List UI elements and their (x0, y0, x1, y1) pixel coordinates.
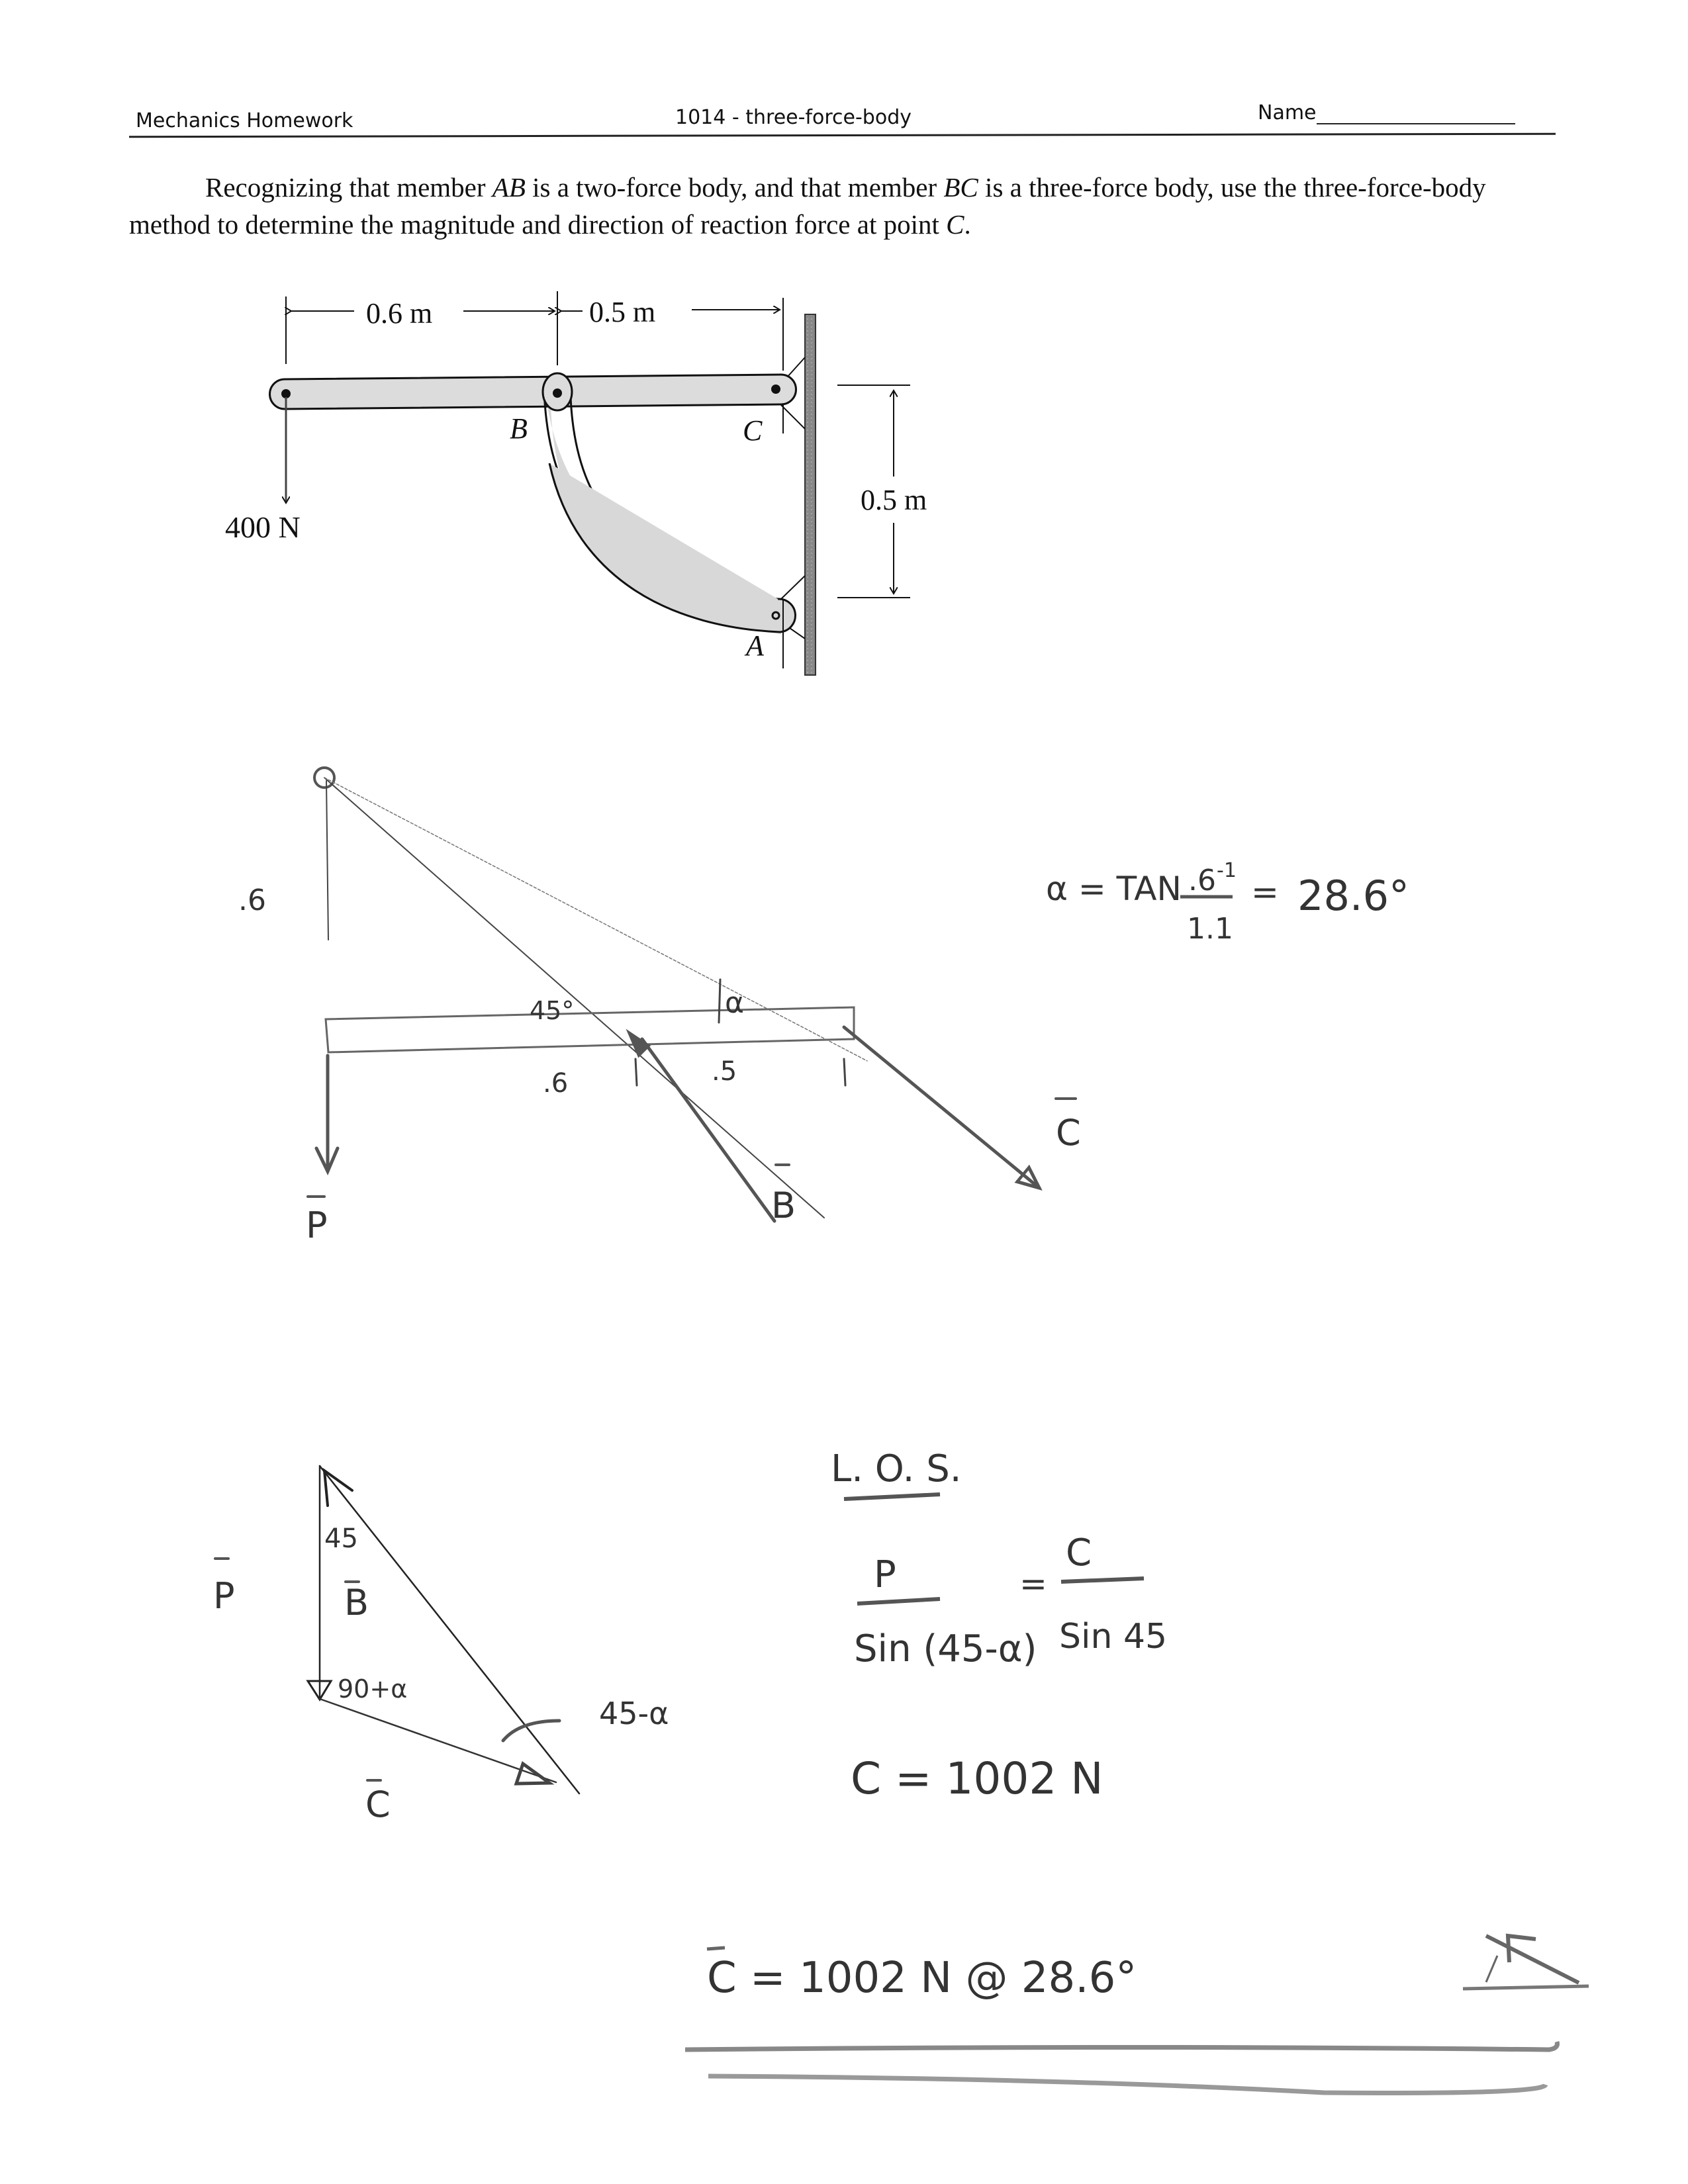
triangle-angle-45-minus-alpha: 45-α (599, 1696, 669, 1731)
alpha-inverse: -1 (1217, 859, 1237, 882)
name-field[interactable]: Name (1258, 101, 1515, 124)
fbd-label-c: C (1056, 1112, 1081, 1154)
member-bc: BC (943, 172, 978, 203)
page-header: Mechanics Homework 1014 - three-force-bo… (126, 99, 1556, 139)
member-ab-curved (548, 463, 797, 633)
law-of-sines: L. O. S. P Sin (45-α) = C Sin 45 C = 100… (831, 1447, 1167, 1804)
los-rhs-denominator: Sin 45 (1059, 1617, 1167, 1657)
los-title: L. O. S. (831, 1447, 962, 1490)
load-label: 400 N (225, 510, 301, 544)
triangle-label-b: B (344, 1582, 369, 1623)
wall (804, 314, 816, 676)
alpha-calculation: α = TAN -1 .6 1.1 = 28.6° (1046, 859, 1409, 946)
los-lhs-denominator: Sin (45-α) (854, 1627, 1037, 1670)
direction-arrow-icon (1462, 1933, 1589, 1991)
triangle-label-p: P (213, 1575, 235, 1617)
los-result: C = 1002 N (851, 1753, 1103, 1804)
force-triangle: 45 90+α 45-α P B C (213, 1465, 669, 1825)
alpha-numerator: .6 (1188, 864, 1216, 897)
fbd-bar (324, 1006, 855, 1054)
los-equals: = (1019, 1565, 1047, 1603)
member-ab: AB (492, 172, 526, 203)
triangle-label-c: C (365, 1784, 391, 1825)
label-a: A (744, 629, 765, 662)
alpha-lhs: α = TAN (1046, 870, 1182, 908)
force-c-arrow (842, 1025, 1039, 1188)
course-title: Mechanics Homework (136, 109, 353, 132)
fbd-label-b: B (771, 1185, 796, 1226)
dim-label-right: 0.5 m (589, 296, 655, 328)
triangle-side-c (318, 1698, 557, 1784)
alpha-denominator: 1.1 (1187, 912, 1233, 946)
label-c: C (743, 414, 763, 447)
answer-underline-2 (708, 2073, 1548, 2095)
fbd-angle-45: 45° (530, 996, 574, 1025)
dim-label-vertical: 0.5 m (861, 484, 927, 516)
concurrency-point (313, 766, 336, 789)
label-b: B (510, 412, 528, 445)
assignment-title: 1014 - three-force-body (675, 106, 912, 129)
name-label: Name (1258, 101, 1317, 124)
final-answer: C = 1002 N @ 28.6° (684, 1933, 1589, 2095)
alpha-equals: = (1251, 873, 1279, 911)
problem-figure: 0.6 m 0.5 m B C A 400 N 0.5 m (225, 291, 927, 676)
los-lhs-numerator: P (874, 1553, 896, 1596)
fbd-height-label: .6 (238, 884, 266, 917)
dim-label-left: 0.6 m (366, 297, 432, 330)
los-rhs-numerator: C (1066, 1531, 1092, 1574)
point-c: C (946, 209, 964, 240)
free-body-diagram: .6 .6 .5 45° α P B C (238, 766, 1081, 1246)
force-b-arrow (640, 1037, 776, 1223)
fbd-label-p: P (306, 1205, 328, 1246)
triangle-angle-45: 45 (324, 1524, 358, 1554)
fbd-left-seg-label: .6 (543, 1068, 568, 1099)
name-blank-line[interactable] (1316, 106, 1515, 124)
member-bc-bar (269, 373, 797, 410)
answer-underline-1 (684, 2040, 1560, 2052)
fbd-angle-alpha: α (725, 986, 744, 1020)
final-answer-text: C = 1002 N @ 28.6° (707, 1954, 1137, 2003)
triangle-side-b (318, 1465, 581, 1795)
alpha-result: 28.6° (1297, 872, 1409, 920)
fbd-right-seg-label: .5 (712, 1056, 737, 1087)
triangle-angle-90-plus-alpha: 90+α (338, 1674, 407, 1704)
problem-statement: Recognizing that member AB is a two-forc… (129, 172, 1486, 240)
